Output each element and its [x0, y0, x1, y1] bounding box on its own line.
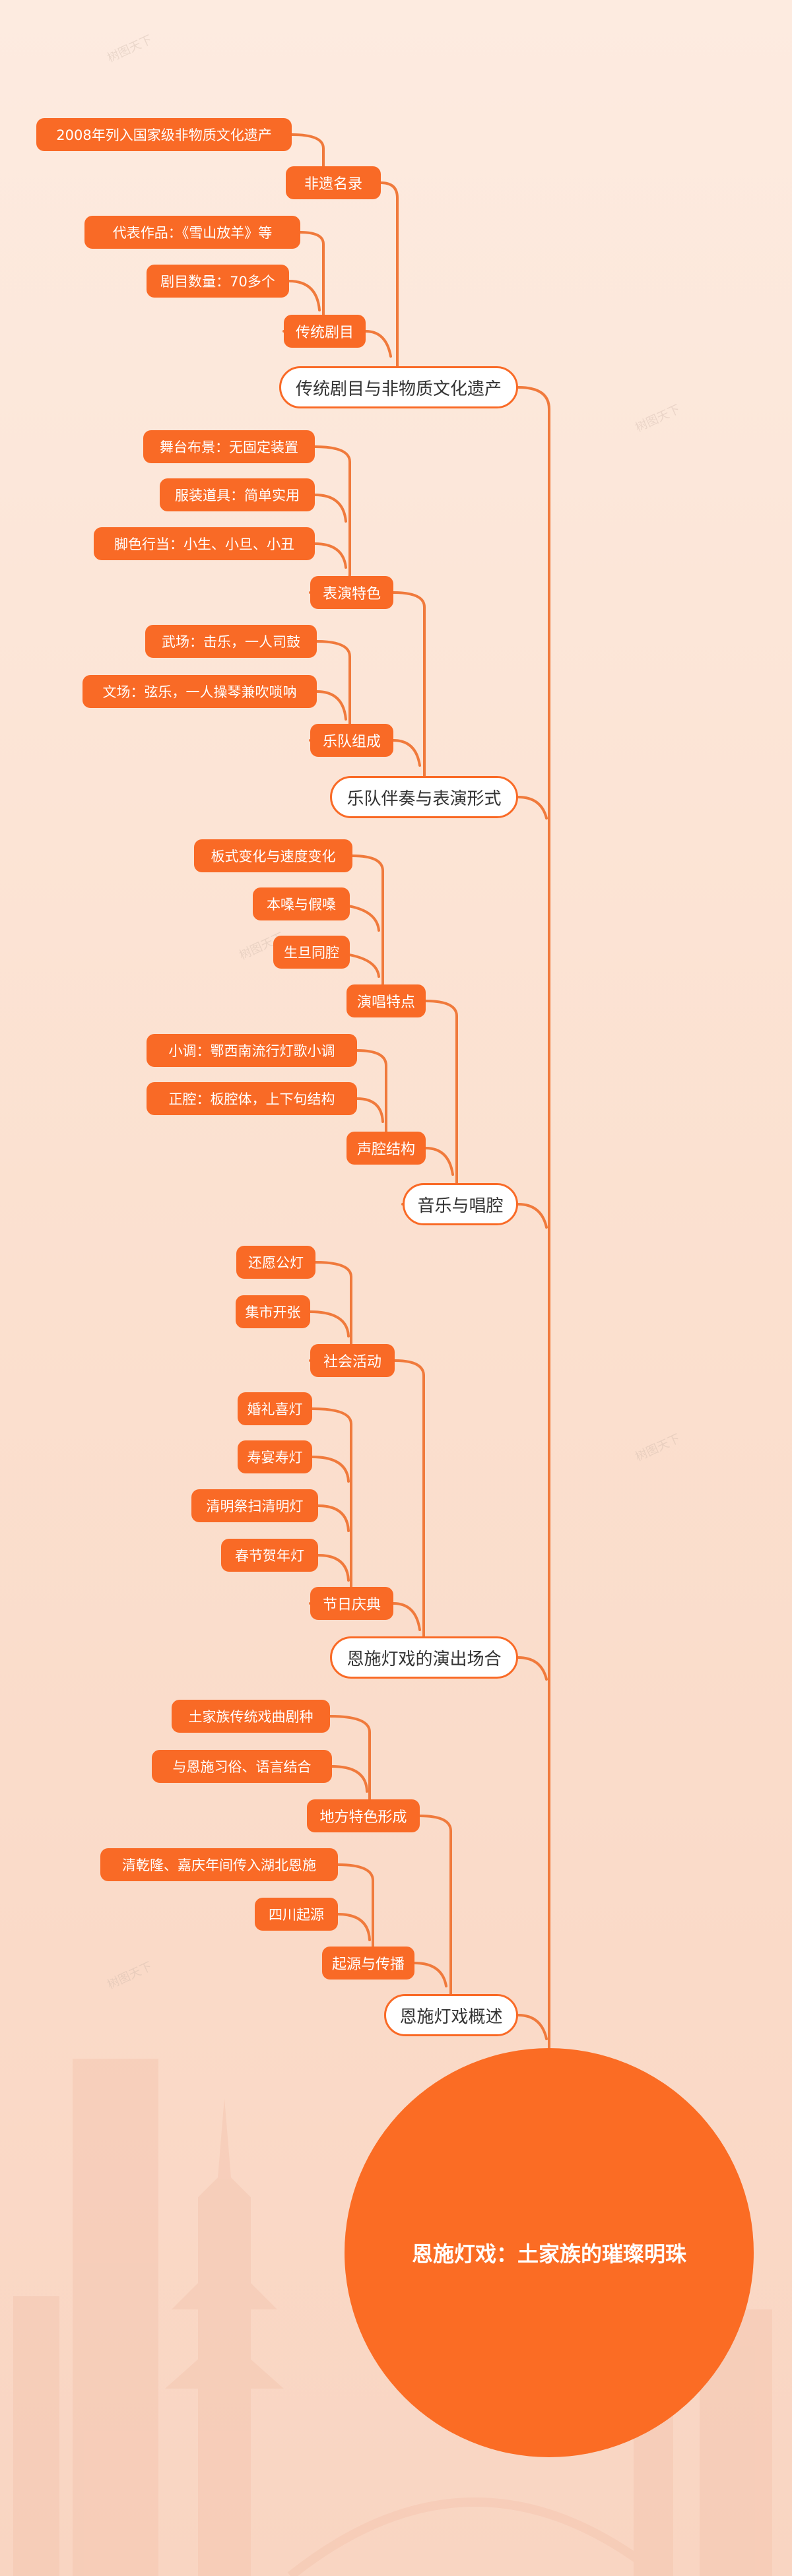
sub-singing-features[interactable]: 演唱特点 — [346, 984, 426, 1017]
leaf-stage-setting[interactable]: 舞台布景：无固定装置 — [143, 430, 315, 463]
leaf-representative-works[interactable]: 代表作品：《雪山放羊》等 — [84, 216, 300, 249]
leaf-spring-festival[interactable]: 春节贺年灯 — [221, 1539, 318, 1572]
leaf-label: 生旦同腔 — [284, 945, 339, 961]
sub-performance-features[interactable]: 表演特色 — [310, 576, 393, 609]
leaf-role-types[interactable]: 脚色行当：小生、小旦、小丑 — [94, 527, 315, 560]
leaf-label: 清明祭扫清明灯 — [206, 1498, 304, 1514]
leaf-same-tune[interactable]: 生旦同腔 — [273, 936, 350, 969]
leaf-local-customs[interactable]: 与恩施习俗、语言结合 — [152, 1750, 332, 1783]
sub-label: 传统剧目 — [295, 325, 354, 341]
sub-traditional-repertoire[interactable]: 传统剧目 — [284, 315, 366, 348]
leaf-label: 还愿公灯 — [248, 1255, 304, 1271]
leaf-sichuan-origin[interactable]: 四川起源 — [255, 1898, 338, 1931]
leaf-label: 板式变化与速度变化 — [211, 849, 336, 864]
sub-origin-spread[interactable]: 起源与传播 — [322, 1947, 414, 1980]
sub-local-features[interactable]: 地方特色形成 — [307, 1799, 420, 1832]
sub-festivals[interactable]: 节日庆典 — [310, 1587, 393, 1620]
branch-label: 恩施灯戏概述 — [399, 2007, 503, 2027]
leaf-costume-props[interactable]: 服装道具：简单实用 — [160, 478, 315, 511]
root-title: 恩施灯戏：土家族的璀璨明珠 — [411, 2241, 686, 2267]
leaf-market-opening[interactable]: 集市开张 — [236, 1295, 310, 1328]
leaf-label: 本嗓与假嗓 — [267, 897, 336, 913]
leaf-label: 与恩施习俗、语言结合 — [172, 1759, 312, 1775]
leaf-label: 代表作品：《雪山放羊》等 — [112, 225, 273, 241]
root-node[interactable]: 恩施灯戏：土家族的璀璨明珠 — [345, 2048, 754, 2457]
leaf-label: 寿宴寿灯 — [247, 1450, 303, 1465]
sub-label: 乐队组成 — [322, 734, 381, 750]
leaf-label: 春节贺年灯 — [235, 1548, 304, 1564]
leaf-wedding[interactable]: 婚礼喜灯 — [238, 1392, 312, 1425]
leaf-label: 脚色行当：小生、小旦、小丑 — [114, 536, 294, 552]
leaf-percussion[interactable]: 武场：击乐，一人司鼓 — [145, 625, 317, 658]
branch-heritage[interactable]: 传统剧目与非物质文化遗产 — [279, 366, 518, 408]
leaf-tujia-opera[interactable]: 土家族传统戏曲剧种 — [172, 1700, 330, 1733]
leaf-label: 婚礼喜灯 — [247, 1401, 303, 1417]
leaf-label: 文场：弦乐，一人操琴兼吹唢呐 — [102, 684, 297, 700]
leaf-natural-falsetto[interactable]: 本嗓与假嗓 — [253, 887, 350, 920]
sub-label: 表演特色 — [322, 586, 381, 602]
sub-label: 非遗名录 — [304, 176, 362, 193]
sub-band-composition[interactable]: 乐队组成 — [310, 724, 393, 757]
leaf-label: 清乾隆、嘉庆年间传入湖北恩施 — [122, 1857, 316, 1873]
branch-label: 传统剧目与非物质文化遗产 — [296, 379, 502, 399]
leaf-birthday[interactable]: 寿宴寿灯 — [238, 1440, 312, 1473]
sub-label: 声腔结构 — [357, 1142, 416, 1158]
branch-overview[interactable]: 恩施灯戏概述 — [384, 1994, 518, 2036]
leaf-qingming[interactable]: 清明祭扫清明灯 — [191, 1489, 318, 1522]
branch-label: 恩施灯戏的演出场合 — [346, 1649, 502, 1669]
sub-label: 地方特色形成 — [319, 1809, 407, 1826]
leaf-label: 四川起源 — [269, 1907, 324, 1923]
branch-label: 音乐与唱腔 — [417, 1196, 504, 1216]
sub-label: 起源与传播 — [332, 1956, 405, 1973]
leaf-label: 武场：击乐，一人司鼓 — [162, 634, 300, 650]
leaf-label: 服装道具：简单实用 — [175, 488, 300, 503]
leaf-label: 剧目数量：70多个 — [160, 274, 275, 290]
sub-label: 演唱特点 — [357, 994, 416, 1011]
leaf-label: 舞台布景：无固定装置 — [160, 439, 298, 455]
sub-label: 社会活动 — [323, 1354, 381, 1370]
leaf-qing-dynasty[interactable]: 清乾隆、嘉庆年间传入湖北恩施 — [100, 1848, 338, 1881]
branch-music-singing[interactable]: 音乐与唱腔 — [403, 1183, 518, 1225]
sub-heritage-list[interactable]: 非遗名录 — [286, 166, 381, 199]
leaf-tempo-change[interactable]: 板式变化与速度变化 — [194, 839, 352, 872]
leaf-label: 正腔：板腔体，上下句结构 — [168, 1091, 335, 1107]
branch-label: 乐队伴奏与表演形式 — [346, 789, 502, 809]
leaf-label: 集市开张 — [245, 1304, 301, 1320]
leaf-label: 土家族传统戏曲剧种 — [188, 1709, 314, 1725]
leaf-heritage-2008[interactable]: 2008年列入国家级非物质文化遗产 — [36, 118, 292, 151]
leaf-repertoire-count[interactable]: 剧目数量：70多个 — [147, 265, 289, 298]
leaf-label: 2008年列入国家级非物质文化遗产 — [56, 127, 272, 143]
leaf-label: 小调：鄂西南流行灯歌小调 — [168, 1043, 335, 1059]
branch-occasions[interactable]: 恩施灯戏的演出场合 — [330, 1636, 518, 1679]
leaf-strings[interactable]: 文场：弦乐，一人操琴兼吹唢呐 — [82, 675, 317, 708]
leaf-vow-lantern[interactable]: 还愿公灯 — [236, 1246, 315, 1279]
sub-vocal-structure[interactable]: 声腔结构 — [346, 1132, 426, 1165]
leaf-folk-tunes[interactable]: 小调：鄂西南流行灯歌小调 — [147, 1034, 357, 1067]
sub-label: 节日庆典 — [322, 1597, 381, 1613]
branch-band-performance[interactable]: 乐队伴奏与表演形式 — [330, 776, 518, 818]
sub-social-activities[interactable]: 社会活动 — [310, 1344, 395, 1377]
leaf-main-tune[interactable]: 正腔：板腔体，上下句结构 — [147, 1082, 357, 1115]
